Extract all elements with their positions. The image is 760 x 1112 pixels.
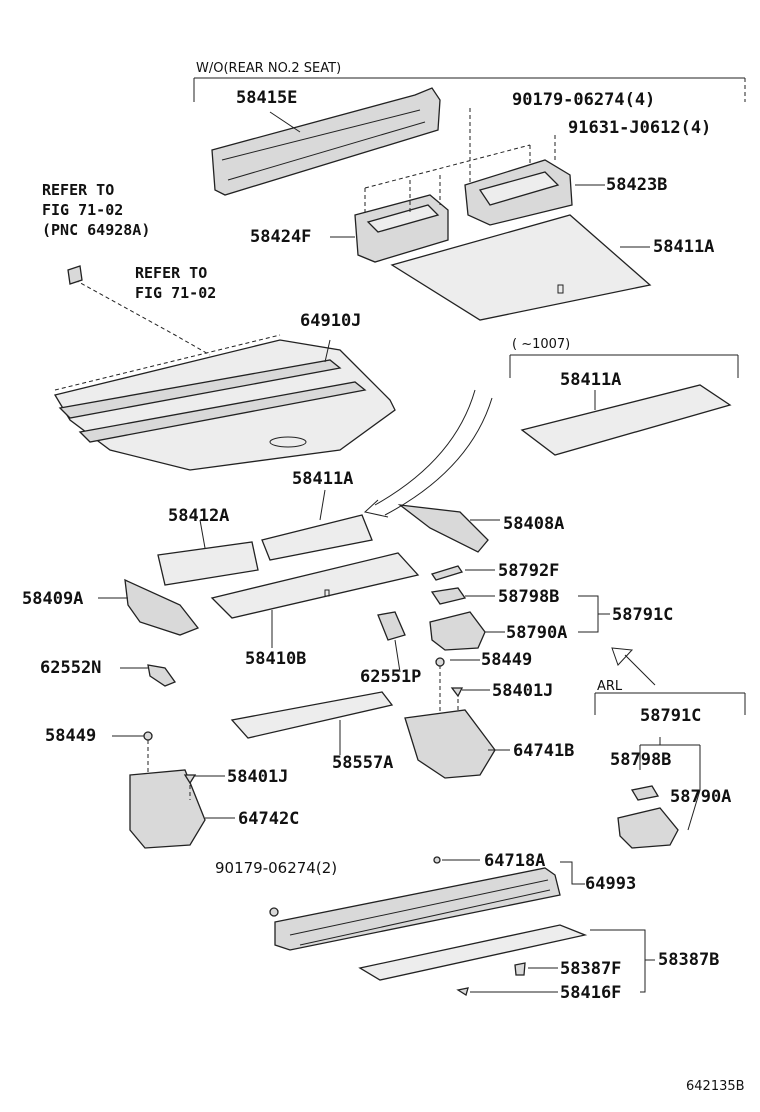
label-58411A-top: 58411A — [653, 237, 715, 257]
part-58408A-side-panel — [397, 504, 500, 553]
label-58790A: 58790A — [506, 623, 568, 643]
note-arl: ARL — [597, 679, 623, 694]
part-58557A-mat — [230, 691, 394, 755]
arl-bracket — [594, 692, 746, 831]
label-58798B: 58798B — [498, 587, 560, 607]
part-58409A-side-panel — [98, 578, 200, 636]
date-range-bracket — [509, 354, 739, 378]
part-58387B-scuff-plate — [358, 924, 655, 997]
label-58411A-mid: 58411A — [560, 370, 622, 390]
part-58415E-trim — [211, 87, 441, 196]
label-58387F: 58387F — [560, 959, 622, 979]
note-date-range: ( ~1007) — [512, 337, 571, 352]
wo-rear-seat-bracket — [193, 77, 746, 102]
part-58424F-bracket — [330, 194, 449, 263]
label-62551P: 62551P — [360, 667, 422, 687]
label-58557A: 58557A — [332, 753, 394, 773]
label-58449-right: 58449 — [481, 650, 533, 670]
label-64910J: 64910J — [300, 311, 362, 331]
part-62551P-block — [377, 611, 406, 673]
label-58412A: 58412A — [168, 506, 230, 526]
part-62552N-clip — [120, 664, 177, 687]
part-58411A-board-lower — [261, 489, 373, 561]
label-58401J-left: 58401J — [227, 767, 289, 787]
label-58791C-arl: 58791C — [640, 706, 702, 726]
note-refer-to-2: REFER TO — [135, 264, 208, 282]
note-refer-to-1: REFER TO — [42, 181, 115, 199]
label-58449-left: 58449 — [45, 726, 97, 746]
label-58401J-right: 58401J — [492, 681, 554, 701]
part-64741B-box — [404, 657, 510, 779]
part-58411A-board-early — [520, 384, 732, 456]
part-58790A-holder-arl — [617, 807, 679, 849]
note-fig-71-02-1: FIG 71-02 — [42, 201, 124, 219]
figure-id: 642135B — [686, 1079, 745, 1094]
part-58798B-cap-arl — [630, 785, 660, 801]
part-64742C-box — [112, 731, 235, 849]
label-58409A: 58409A — [22, 589, 84, 609]
part-58423B-bracket — [464, 159, 605, 226]
label-58408A: 58408A — [503, 514, 565, 534]
label-58423B: 58423B — [606, 175, 668, 195]
label-64741B: 64741B — [513, 741, 575, 761]
part-58792F-clip — [430, 565, 495, 581]
label-58416F: 58416F — [560, 983, 622, 1003]
label-58424F: 58424F — [250, 227, 312, 247]
label-64742C: 64742C — [238, 809, 300, 829]
label-62552N: 62552N — [40, 658, 102, 678]
label-90179-06274-2: 90179-06274(2) — [215, 859, 338, 877]
label-58411A-lower: 58411A — [292, 469, 354, 489]
part-64993-sill — [269, 856, 585, 951]
part-58790A-holder — [429, 611, 505, 651]
note-pnc-64928A: (PNC 64928A) — [42, 221, 151, 239]
part-64910J-tonneau-cover — [53, 265, 396, 471]
fastener-dash-lines — [364, 108, 556, 215]
label-64993: 64993 — [585, 874, 637, 894]
label-58387B: 58387B — [658, 950, 720, 970]
label-58415E: 58415E — [236, 88, 298, 108]
bracket-58791C — [578, 595, 610, 633]
part-58410B-deck-board — [210, 552, 420, 648]
arrow-arl — [611, 647, 656, 686]
note-wo-rear-seat: W/O(REAR NO.2 SEAT) — [196, 61, 342, 76]
label-58410B: 58410B — [245, 649, 307, 669]
label-91631-J0612-4: 91631-J0612(4) — [568, 118, 712, 138]
note-fig-71-02-2: FIG 71-02 — [135, 284, 217, 302]
direction-arrow — [363, 389, 493, 518]
label-58792F: 58792F — [498, 561, 560, 581]
part-58411A-floor-board — [390, 214, 652, 321]
label-64718A: 64718A — [484, 851, 546, 871]
part-58798B-cap — [430, 587, 495, 605]
label-90179-06274-4: 90179-06274(4) — [512, 90, 656, 110]
part-58412A-board — [157, 519, 259, 586]
label-58791C: 58791C — [612, 605, 674, 625]
label-58798B-arl: 58798B — [610, 750, 672, 770]
label-58790A-arl: 58790A — [670, 787, 732, 807]
